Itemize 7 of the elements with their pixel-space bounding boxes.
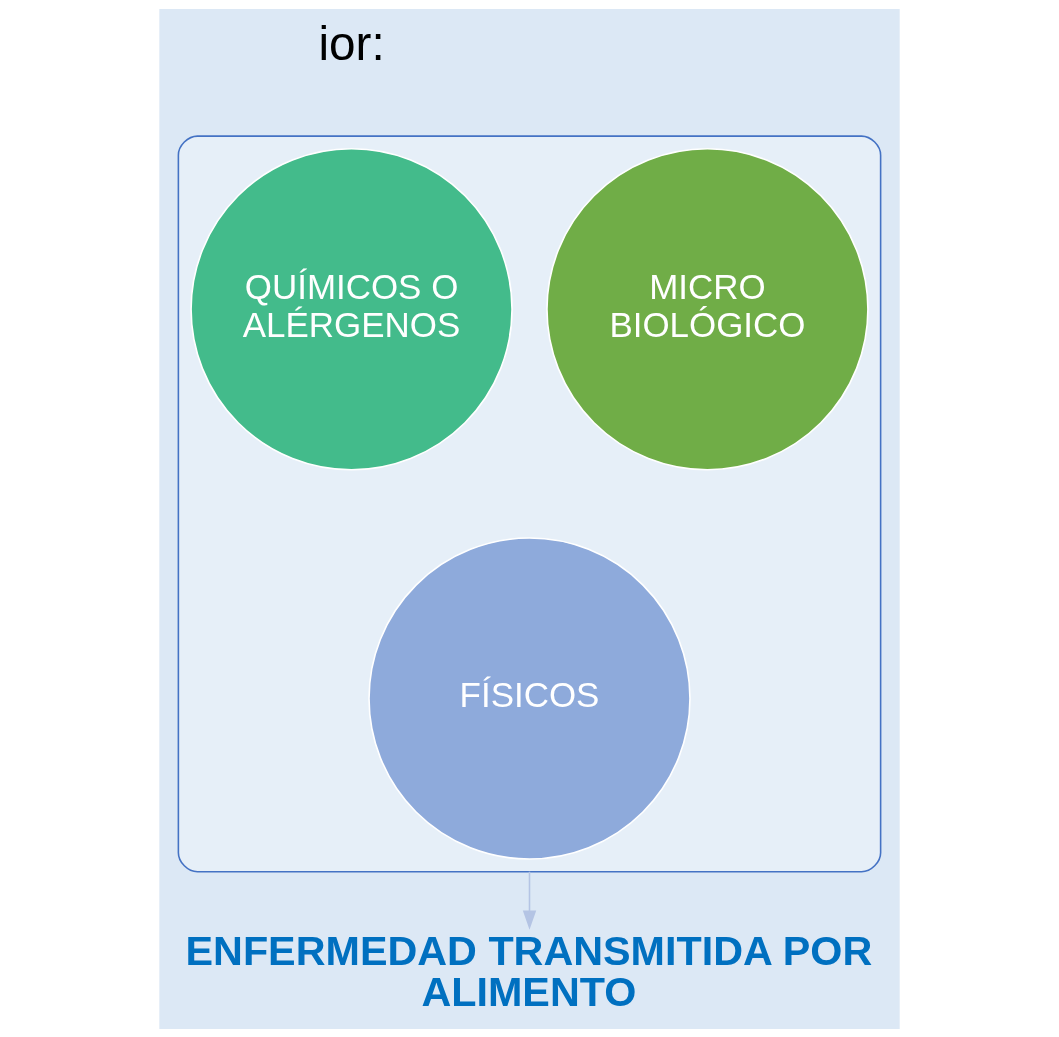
node-circle: QUÍMICOS O ALÉRGENOS <box>190 147 513 471</box>
node-circle: MICRO BIOLÓGICO <box>546 147 869 471</box>
node-text: ENFERMEDAD TRANSMITIDA POR ALIMENTO <box>185 927 873 1015</box>
node-circle: FÍSICOS <box>368 536 691 860</box>
label: ior: <box>318 16 385 70</box>
cluster <box>177 134 882 872</box>
arrow <box>522 870 537 930</box>
